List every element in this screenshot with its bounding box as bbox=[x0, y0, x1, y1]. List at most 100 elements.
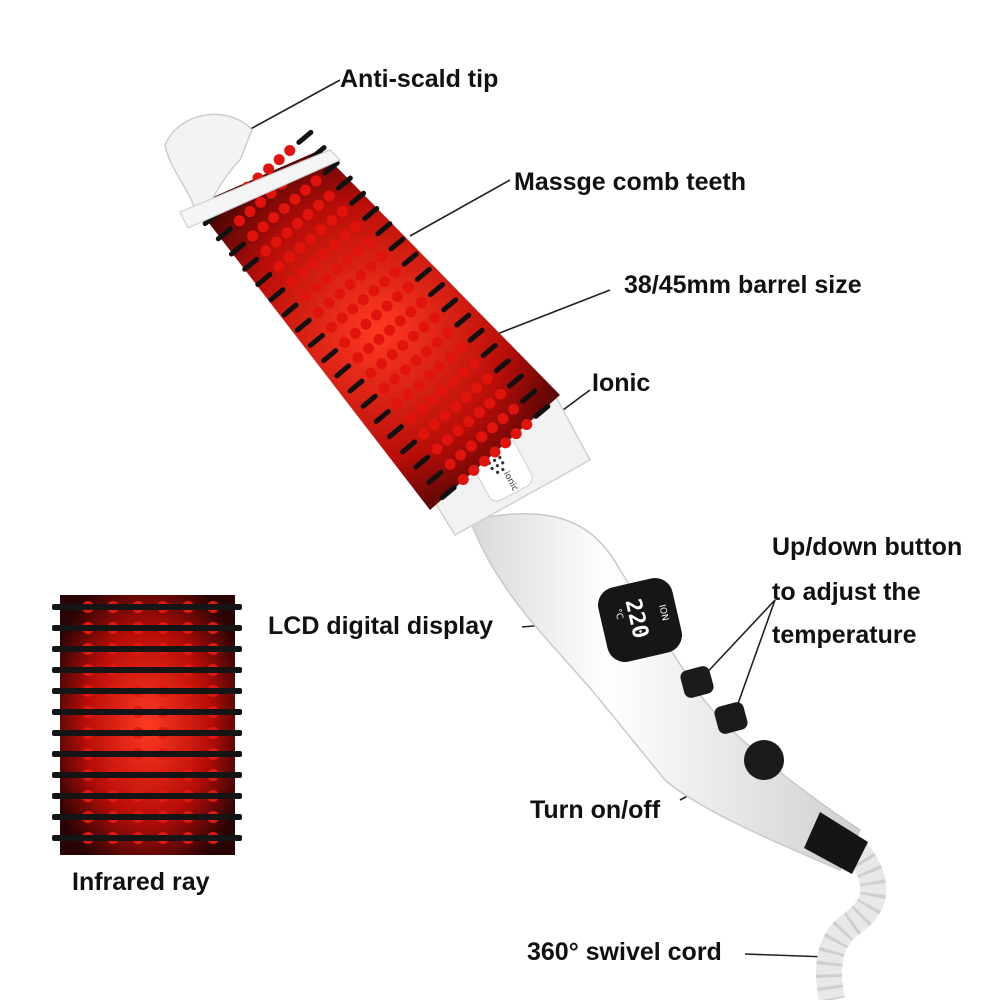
bristle bbox=[281, 302, 299, 318]
heating-dot bbox=[471, 382, 483, 394]
heating-dot bbox=[273, 260, 285, 272]
heating-dot bbox=[402, 388, 414, 400]
callout-line-barrel bbox=[491, 289, 611, 337]
heating-dot bbox=[405, 306, 417, 318]
power-button[interactable] bbox=[744, 740, 784, 780]
bristle bbox=[334, 363, 352, 379]
heating-dot bbox=[452, 425, 464, 437]
heating-dot bbox=[386, 349, 398, 361]
heating-dot bbox=[429, 312, 441, 324]
heating-dot bbox=[376, 358, 388, 370]
heating-dot bbox=[426, 394, 438, 406]
heating-dot bbox=[468, 464, 480, 476]
label-updown-line3: temperature bbox=[772, 621, 917, 649]
heating-dot bbox=[292, 218, 303, 230]
down-button[interactable] bbox=[713, 701, 749, 736]
bristle-row bbox=[52, 835, 242, 841]
heating-dot bbox=[442, 327, 454, 339]
heating-dot bbox=[391, 397, 403, 409]
label-infrared-ray: Infrared ray bbox=[72, 868, 210, 896]
bristle bbox=[428, 282, 446, 298]
heating-dot bbox=[315, 224, 327, 236]
heating-dot bbox=[247, 230, 259, 242]
heating-dot bbox=[510, 428, 522, 440]
bristle bbox=[533, 403, 551, 419]
heating-dot bbox=[302, 208, 314, 220]
heating-dot bbox=[500, 437, 512, 449]
bristle bbox=[321, 348, 339, 364]
heating-dot bbox=[439, 410, 451, 422]
heating-dot bbox=[339, 230, 351, 242]
heating-dot bbox=[233, 215, 245, 227]
heating-dot bbox=[460, 391, 472, 403]
heating-dot bbox=[465, 440, 477, 452]
heating-dot bbox=[365, 260, 377, 272]
heating-dot bbox=[497, 412, 509, 424]
heating-dot bbox=[320, 273, 332, 285]
bristle bbox=[215, 226, 233, 242]
lcd-display: 220 °C ION bbox=[598, 578, 682, 662]
bristle bbox=[296, 129, 314, 145]
bristle-row bbox=[52, 730, 242, 736]
heating-dot bbox=[476, 431, 488, 443]
lcd-unit: °C bbox=[612, 608, 624, 621]
bristle bbox=[373, 408, 391, 424]
heating-dot bbox=[444, 458, 456, 470]
heating-dot bbox=[313, 199, 325, 211]
bristle bbox=[467, 327, 485, 343]
bristle-row bbox=[52, 793, 242, 799]
heating-dot bbox=[270, 236, 282, 248]
heating-dot bbox=[362, 343, 374, 355]
heating-dot bbox=[263, 163, 275, 175]
bristle bbox=[454, 312, 472, 328]
heating-dot bbox=[294, 242, 306, 254]
heating-dot bbox=[284, 144, 296, 156]
heating-dot bbox=[342, 254, 354, 266]
heating-dot bbox=[431, 443, 443, 455]
heating-dot bbox=[379, 275, 391, 287]
heating-dot bbox=[413, 379, 425, 391]
heating-dot bbox=[444, 352, 456, 364]
heating-dot bbox=[436, 385, 448, 397]
heating-dot bbox=[297, 266, 309, 278]
anti-scald-tip bbox=[164, 113, 342, 229]
heating-dot bbox=[455, 449, 467, 461]
heating-dot bbox=[352, 352, 364, 364]
heating-dot bbox=[402, 281, 414, 293]
heating-dot bbox=[305, 233, 317, 245]
heating-dot bbox=[336, 205, 348, 217]
heating-dot bbox=[323, 297, 335, 309]
bristle bbox=[520, 388, 538, 404]
heating-dot bbox=[376, 251, 388, 263]
heating-dot bbox=[328, 239, 340, 251]
up-button[interactable] bbox=[679, 665, 715, 700]
heating-dot bbox=[331, 263, 343, 275]
heating-dot bbox=[336, 312, 348, 324]
heating-dot bbox=[441, 434, 453, 446]
bristle bbox=[255, 271, 273, 287]
heating-dot bbox=[428, 419, 440, 431]
heating-dot bbox=[447, 376, 459, 388]
heating-dot bbox=[397, 339, 409, 351]
bristle bbox=[322, 160, 340, 176]
heating-dot bbox=[392, 291, 404, 303]
handle bbox=[468, 512, 868, 874]
heating-dot bbox=[283, 251, 295, 263]
bristle-row bbox=[52, 751, 242, 757]
heating-dot bbox=[368, 285, 380, 297]
heating-dot bbox=[378, 382, 390, 394]
heating-dot bbox=[281, 227, 293, 239]
heating-dot bbox=[423, 370, 435, 382]
heating-dot bbox=[365, 367, 377, 379]
bristle bbox=[439, 485, 457, 501]
heating-dot bbox=[384, 324, 396, 336]
label-updown-line1: Up/down button bbox=[772, 533, 963, 561]
heating-dot bbox=[455, 342, 467, 354]
bristle-row bbox=[52, 625, 242, 631]
bristle-row bbox=[52, 814, 242, 820]
heating-dot bbox=[473, 406, 485, 418]
bristle bbox=[507, 373, 525, 389]
bristle bbox=[335, 175, 353, 191]
label-barrel-size: 38/45mm barrel size bbox=[624, 271, 862, 299]
